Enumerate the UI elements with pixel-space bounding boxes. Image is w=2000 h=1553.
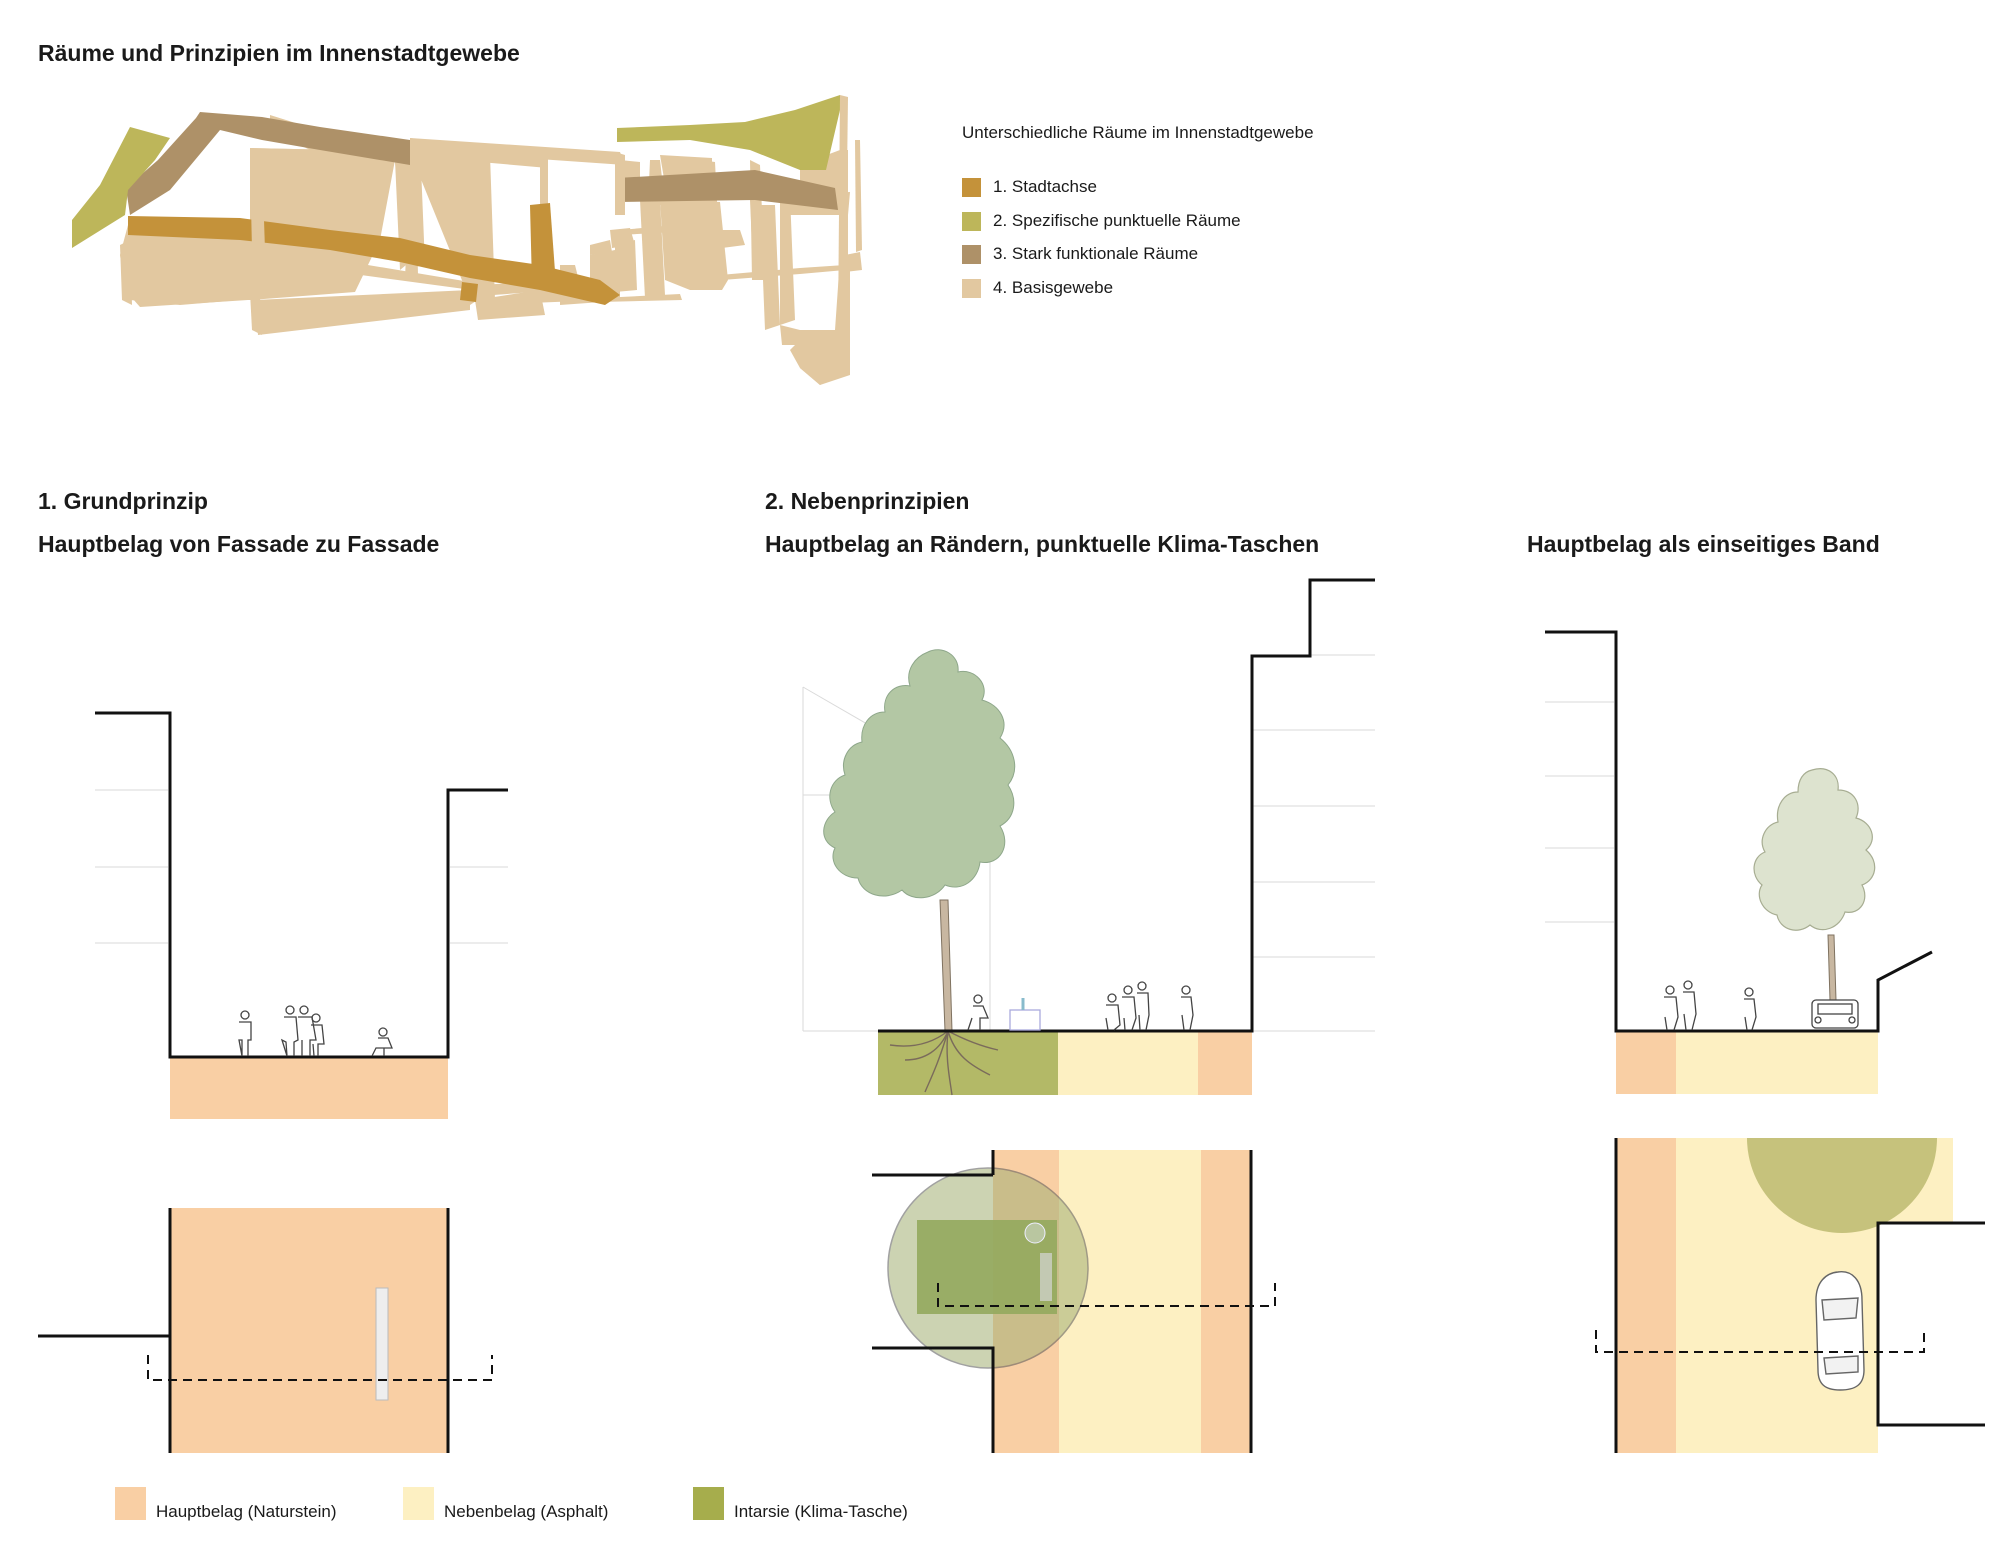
map-legend-title: Unterschiedliche Räume im Innenstadtgewe… bbox=[962, 123, 1314, 142]
car-front-icon bbox=[1811, 999, 1859, 1029]
map-blocks-outline bbox=[405, 138, 548, 168]
legend-label: Intarsie (Klima-Tasche) bbox=[734, 1502, 908, 1521]
section-1-heading: 1. Grundprinzip bbox=[38, 488, 208, 514]
map-legend-item: 4. Basisgewebe bbox=[962, 278, 1113, 298]
material-legend-item: Intarsie (Klima-Tasche) bbox=[693, 1487, 908, 1521]
legend-label: 1. Stadtachse bbox=[993, 177, 1097, 196]
map-basisgewebe-2 bbox=[395, 140, 555, 305]
s3-people bbox=[1664, 980, 1859, 1031]
car-top-icon bbox=[1815, 1271, 1865, 1391]
legend-label: 2. Spezifische punktuelle Räume bbox=[993, 211, 1241, 230]
legend-swatch-nebenbelag bbox=[403, 1487, 434, 1520]
tree-canopy-plan bbox=[887, 1167, 1089, 1369]
map-basisgewebe bbox=[120, 115, 545, 335]
page-title: Räume und Prinzipien im Innenstadtgewebe bbox=[38, 40, 520, 66]
person-sitting-icon bbox=[967, 994, 989, 1031]
s2-people bbox=[967, 981, 1194, 1031]
s3-street-section bbox=[1545, 630, 1933, 1094]
s3-plan bbox=[1595, 1138, 1985, 1453]
s2-intarsie-strip bbox=[878, 1031, 1058, 1095]
map-fabric-frame bbox=[240, 138, 862, 305]
legend-label: 4. Basisgewebe bbox=[993, 278, 1114, 297]
table-plan-icon bbox=[1024, 1222, 1046, 1244]
section-1-subtitle: Hauptbelag von Fassade zu Fassade bbox=[38, 531, 440, 557]
map-funktionale-raeume bbox=[126, 112, 838, 215]
person-icon bbox=[238, 1010, 252, 1057]
s2-hauptbelag-strip bbox=[1198, 1031, 1252, 1095]
map-legend-item: 3. Stark funktionale Räume bbox=[962, 244, 1198, 264]
legend-swatch-hauptbelag bbox=[115, 1487, 146, 1520]
s1-people bbox=[238, 1005, 393, 1057]
map-punktuelle-raeume bbox=[72, 95, 840, 248]
s2-nebenbelag-strip bbox=[1058, 1031, 1198, 1095]
person-icon bbox=[1122, 985, 1137, 1031]
person-icon bbox=[1181, 985, 1194, 1031]
section-2-subtitle: Hauptbelag an Rändern, punktuelle Klima-… bbox=[765, 531, 1320, 557]
legend-swatch-funktionale bbox=[962, 244, 981, 264]
tree-canopy-plan bbox=[1747, 1138, 1937, 1233]
s2-plan bbox=[872, 1150, 1276, 1453]
section-3-subtitle: Hauptbelag als einseitiges Band bbox=[1527, 531, 1880, 557]
s1-street-section bbox=[95, 711, 508, 1119]
s3-section-cut-line bbox=[1595, 1330, 1925, 1353]
section-2-heading: 2. Nebenprinzipien bbox=[765, 488, 970, 514]
legend-swatch-stadtachse bbox=[962, 177, 981, 197]
bench-plan-icon bbox=[1040, 1253, 1052, 1301]
legend-swatch-punktuelle bbox=[962, 211, 981, 231]
person-icon bbox=[1744, 987, 1757, 1031]
s1-section-cut-line bbox=[147, 1355, 493, 1381]
person-sitting-icon bbox=[371, 1027, 393, 1057]
map-basis-blocks bbox=[128, 148, 850, 385]
small-tree-icon bbox=[1753, 768, 1876, 1001]
map-legend-item: 1. Stadtachse bbox=[962, 177, 1097, 197]
s1-plan bbox=[38, 1208, 493, 1453]
s3-nebenbelag-strip bbox=[1676, 1031, 1878, 1094]
s2-street-section bbox=[802, 578, 1375, 1096]
person-icon bbox=[311, 1013, 325, 1057]
s2-section-cut-line bbox=[937, 1283, 1276, 1307]
material-legend-item: Nebenbelag (Asphalt) bbox=[403, 1487, 609, 1521]
legend-swatch-basisgewebe bbox=[962, 278, 981, 298]
material-legend-item: Hauptbelag (Naturstein) bbox=[115, 1487, 337, 1521]
legend-label: 3. Stark funktionale Räume bbox=[993, 244, 1199, 263]
map-stadtachse bbox=[128, 203, 620, 305]
klima-tasche-plan bbox=[917, 1220, 1057, 1314]
table-icon bbox=[1009, 1009, 1041, 1031]
map-basis-frame bbox=[120, 95, 848, 385]
person-icon bbox=[1105, 993, 1121, 1031]
bench-icon bbox=[375, 1287, 389, 1401]
person-icon bbox=[1683, 980, 1697, 1031]
legend-label: Nebenbelag (Asphalt) bbox=[444, 1502, 609, 1521]
person-icon bbox=[1664, 985, 1679, 1031]
s1-hauptbelag-strip bbox=[170, 1057, 448, 1119]
person-icon bbox=[280, 1005, 299, 1057]
person-icon bbox=[1137, 981, 1150, 1031]
s3-hauptbelag-strip bbox=[1616, 1031, 1676, 1094]
legend-swatch-intarsie bbox=[693, 1487, 724, 1520]
large-tree-icon bbox=[823, 649, 1016, 1096]
map-legend-item: 2. Spezifische punktuelle Räume bbox=[962, 211, 1241, 231]
legend-label: Hauptbelag (Naturstein) bbox=[156, 1502, 337, 1521]
person-icon bbox=[298, 1005, 317, 1056]
